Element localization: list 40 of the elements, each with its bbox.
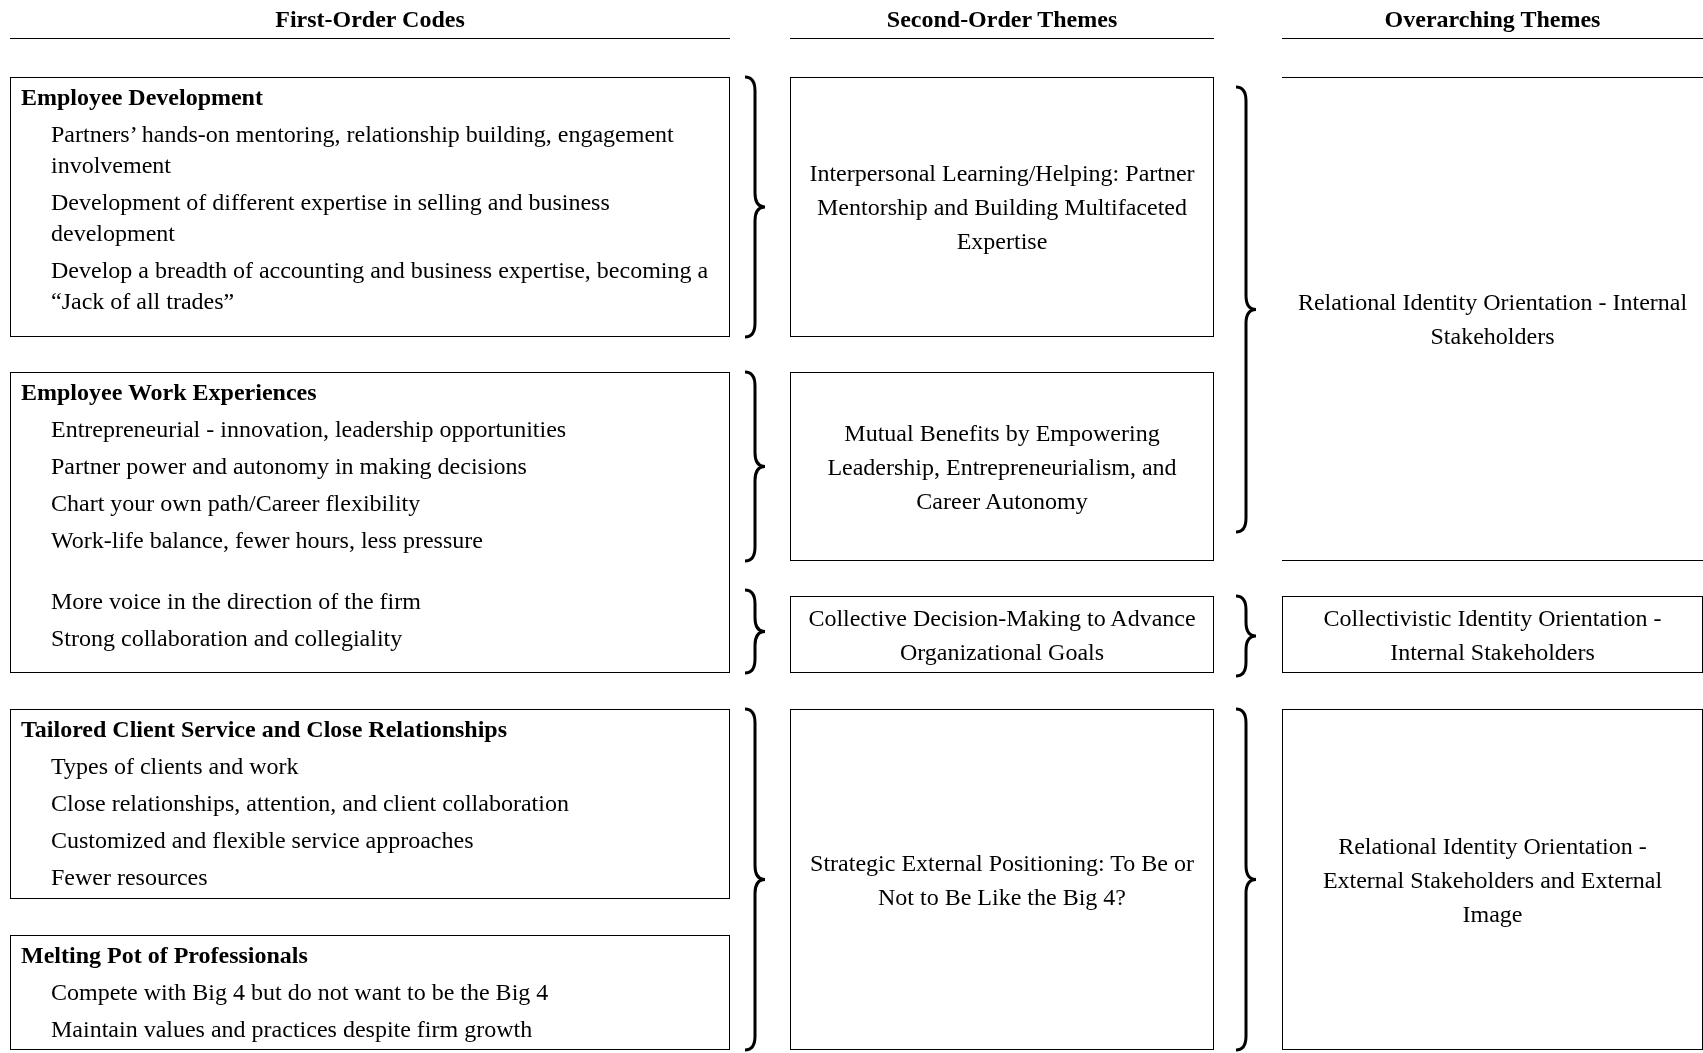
column-header: First-Order Codes — [274, 6, 466, 33]
code-item: Types of clients and work — [51, 752, 300, 781]
column-header: Second-Order Themes — [885, 6, 1119, 33]
code-heading: Tailored Client Service and Close Relationships — [21, 715, 509, 744]
code-heading: Employee Development — [21, 83, 264, 112]
code-item: Close relationships, attention, and client collaboration — [51, 789, 570, 818]
column-header: Overarching Themes — [1383, 6, 1602, 33]
code-item: Entrepreneurial - innovation, leadership opportunities — [51, 415, 568, 444]
code-item: More voice in the direction of the firm — [51, 587, 422, 616]
code-item: Customized and flexible service approaches — [51, 826, 475, 855]
code-item: Strong collaboration and collegiality — [51, 624, 404, 653]
code-item: Compete with Big 4 but do not want to be the Big 4 — [51, 978, 550, 1007]
code-box — [10, 935, 730, 1050]
theme-text: Mutual Benefits by Empowering Leadership, Entrepreneurialism, and Career Autonomy — [826, 418, 1178, 516]
theme-box — [1282, 709, 1703, 1050]
code-box — [10, 77, 730, 337]
theme-text: Relational Identity Orientation - External Stakeholders and External Image — [1321, 831, 1664, 929]
code-heading: Employee Work Experiences — [21, 378, 318, 407]
code-box — [10, 709, 730, 899]
code-item: Partners’ hands-on mentoring, relationship building, engagement involvement — [51, 120, 675, 180]
code-item: Fewer resources — [51, 863, 209, 892]
code-box — [10, 372, 730, 673]
theme-text: Collective Decision-Making to Advance Organizational Goals — [807, 603, 1197, 667]
theme-box — [790, 372, 1214, 561]
code-item: Partner power and autonomy in making decisions — [51, 452, 528, 481]
theme-text: Relational Identity Orientation - Internal Stakeholders — [1296, 288, 1689, 351]
theme-box — [1282, 596, 1703, 673]
code-item: Maintain values and practices despite firm growth — [51, 1015, 534, 1044]
code-item: Chart your own path/Career flexibility — [51, 489, 422, 518]
code-item: Work-life balance, fewer hours, less pressure — [51, 526, 484, 555]
theme-text: Collectivistic Identity Orientation - Internal Stakeholders — [1322, 603, 1663, 667]
theme-text: Interpersonal Learning/Helping: Partner Mentorship and Building Multifaceted Expertise — [808, 159, 1196, 256]
theme-box — [790, 596, 1214, 673]
theme-box — [790, 709, 1214, 1050]
code-item: Develop a breadth of accounting and business expertise, becoming a “Jack of all trades” — [51, 256, 710, 316]
code-item: Development of different expertise in selling and business development — [51, 188, 611, 248]
theme-box — [1282, 77, 1703, 561]
theme-text: Strategic External Positioning: To Be or Not to Be Like the Big 4? — [809, 848, 1195, 912]
code-heading: Melting Pot of Professionals — [21, 941, 309, 970]
theme-box — [790, 77, 1214, 337]
